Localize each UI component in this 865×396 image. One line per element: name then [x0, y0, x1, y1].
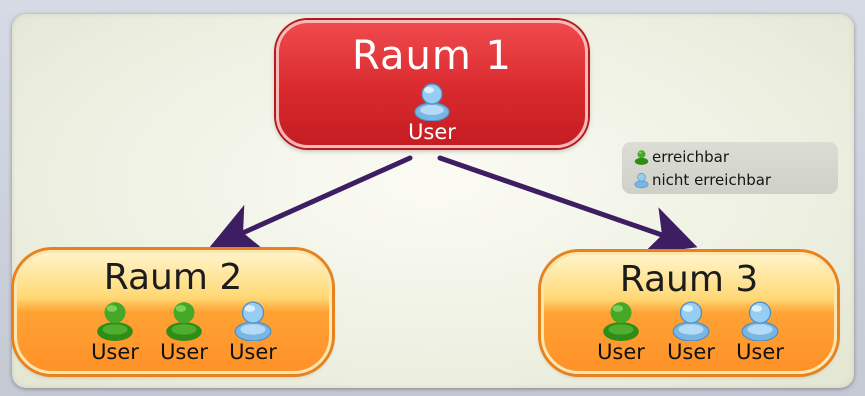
arrow-raum1-to-raum2: [208, 155, 413, 251]
user-unreachable-icon: [414, 83, 450, 121]
arrow-raum1-to-raum3: [437, 155, 698, 255]
user-reachable-icon: [603, 302, 639, 341]
user-reachable-icon: [166, 302, 202, 341]
room-1-user: User: [400, 81, 464, 143]
room-3-title: Raum 3: [619, 259, 759, 300]
user-reachable-icon: [97, 302, 133, 341]
user-label: User: [408, 120, 456, 144]
room-2-user-2: User: [152, 299, 216, 363]
user-label: User: [597, 340, 645, 364]
room-3-user-2: User: [659, 299, 723, 363]
room-2-title: Raum 2: [103, 257, 243, 298]
legend-item-unreachable: nicht erreichbar: [634, 169, 771, 191]
user-label: User: [667, 340, 715, 364]
user-reachable-icon: [634, 150, 649, 165]
legend-item-reachable: erreichbar: [634, 146, 729, 168]
user-unreachable-icon: [234, 301, 272, 341]
room-1-node: Raum 1 User: [276, 20, 588, 148]
legend-label-reachable: erreichbar: [652, 148, 729, 166]
room-3-user-3: User: [728, 299, 792, 363]
room-1-title: Raum 1: [352, 33, 512, 79]
room-2-user-1: User: [83, 299, 147, 363]
user-unreachable-icon: [672, 301, 710, 341]
user-label: User: [160, 340, 208, 364]
user-label: User: [736, 340, 784, 364]
legend: erreichbar nicht erreichbar: [622, 142, 838, 194]
user-unreachable-icon: [634, 172, 649, 189]
room-3-user-1: User: [589, 299, 653, 363]
room-2-user-3: User: [221, 299, 285, 363]
room-3-node: Raum 3 User User User: [541, 252, 837, 374]
user-unreachable-icon: [741, 301, 779, 341]
user-label: User: [229, 340, 277, 364]
legend-label-unreachable: nicht erreichbar: [652, 171, 772, 189]
room-2-node: Raum 2 User User User: [14, 250, 332, 374]
user-label: User: [91, 340, 139, 364]
